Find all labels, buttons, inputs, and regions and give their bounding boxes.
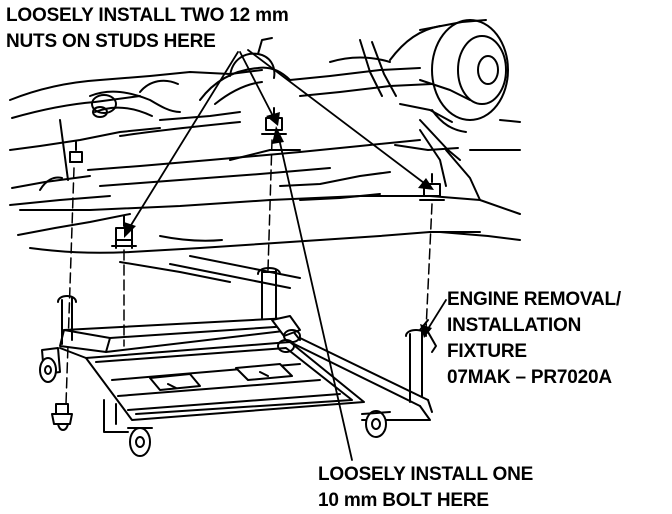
callout-install-bolt-line-1: LOOSELY INSTALL ONE: [318, 464, 534, 485]
callout-engine-fixture-line-2: INSTALLATION: [447, 315, 582, 336]
callout-engine-fixture-line-4: 07MAK – PR7020A: [447, 367, 612, 388]
leader-arrowheads: [124, 112, 434, 338]
leader-lines: [127, 49, 447, 461]
alignment-lines: [65, 139, 433, 405]
callout-install-bolt-line-2: 10 mm BOLT HERE: [318, 490, 489, 511]
callout-install-nuts-line-1: LOOSELY INSTALL TWO 12 mm: [6, 5, 289, 26]
callout-engine-fixture: ENGINE REMOVAL/ INSTALLATION FIXTURE 07M…: [447, 287, 621, 391]
callout-engine-fixture-line-1: ENGINE REMOVAL/: [447, 289, 621, 310]
engine-subframe-drawing: [9, 19, 521, 289]
engine-fixture: [39, 267, 437, 457]
callout-engine-fixture-line-3: FIXTURE: [447, 341, 527, 362]
callout-install-nuts: LOOSELY INSTALL TWO 12 mm NUTS ON STUDS …: [6, 3, 289, 55]
callout-install-bolt: LOOSELY INSTALL ONE 10 mm BOLT HERE: [318, 462, 533, 514]
left-stud-nut: [69, 141, 83, 163]
loose-bolt: [51, 403, 73, 431]
callout-install-nuts-line-2: NUTS ON STUDS HERE: [6, 31, 216, 52]
